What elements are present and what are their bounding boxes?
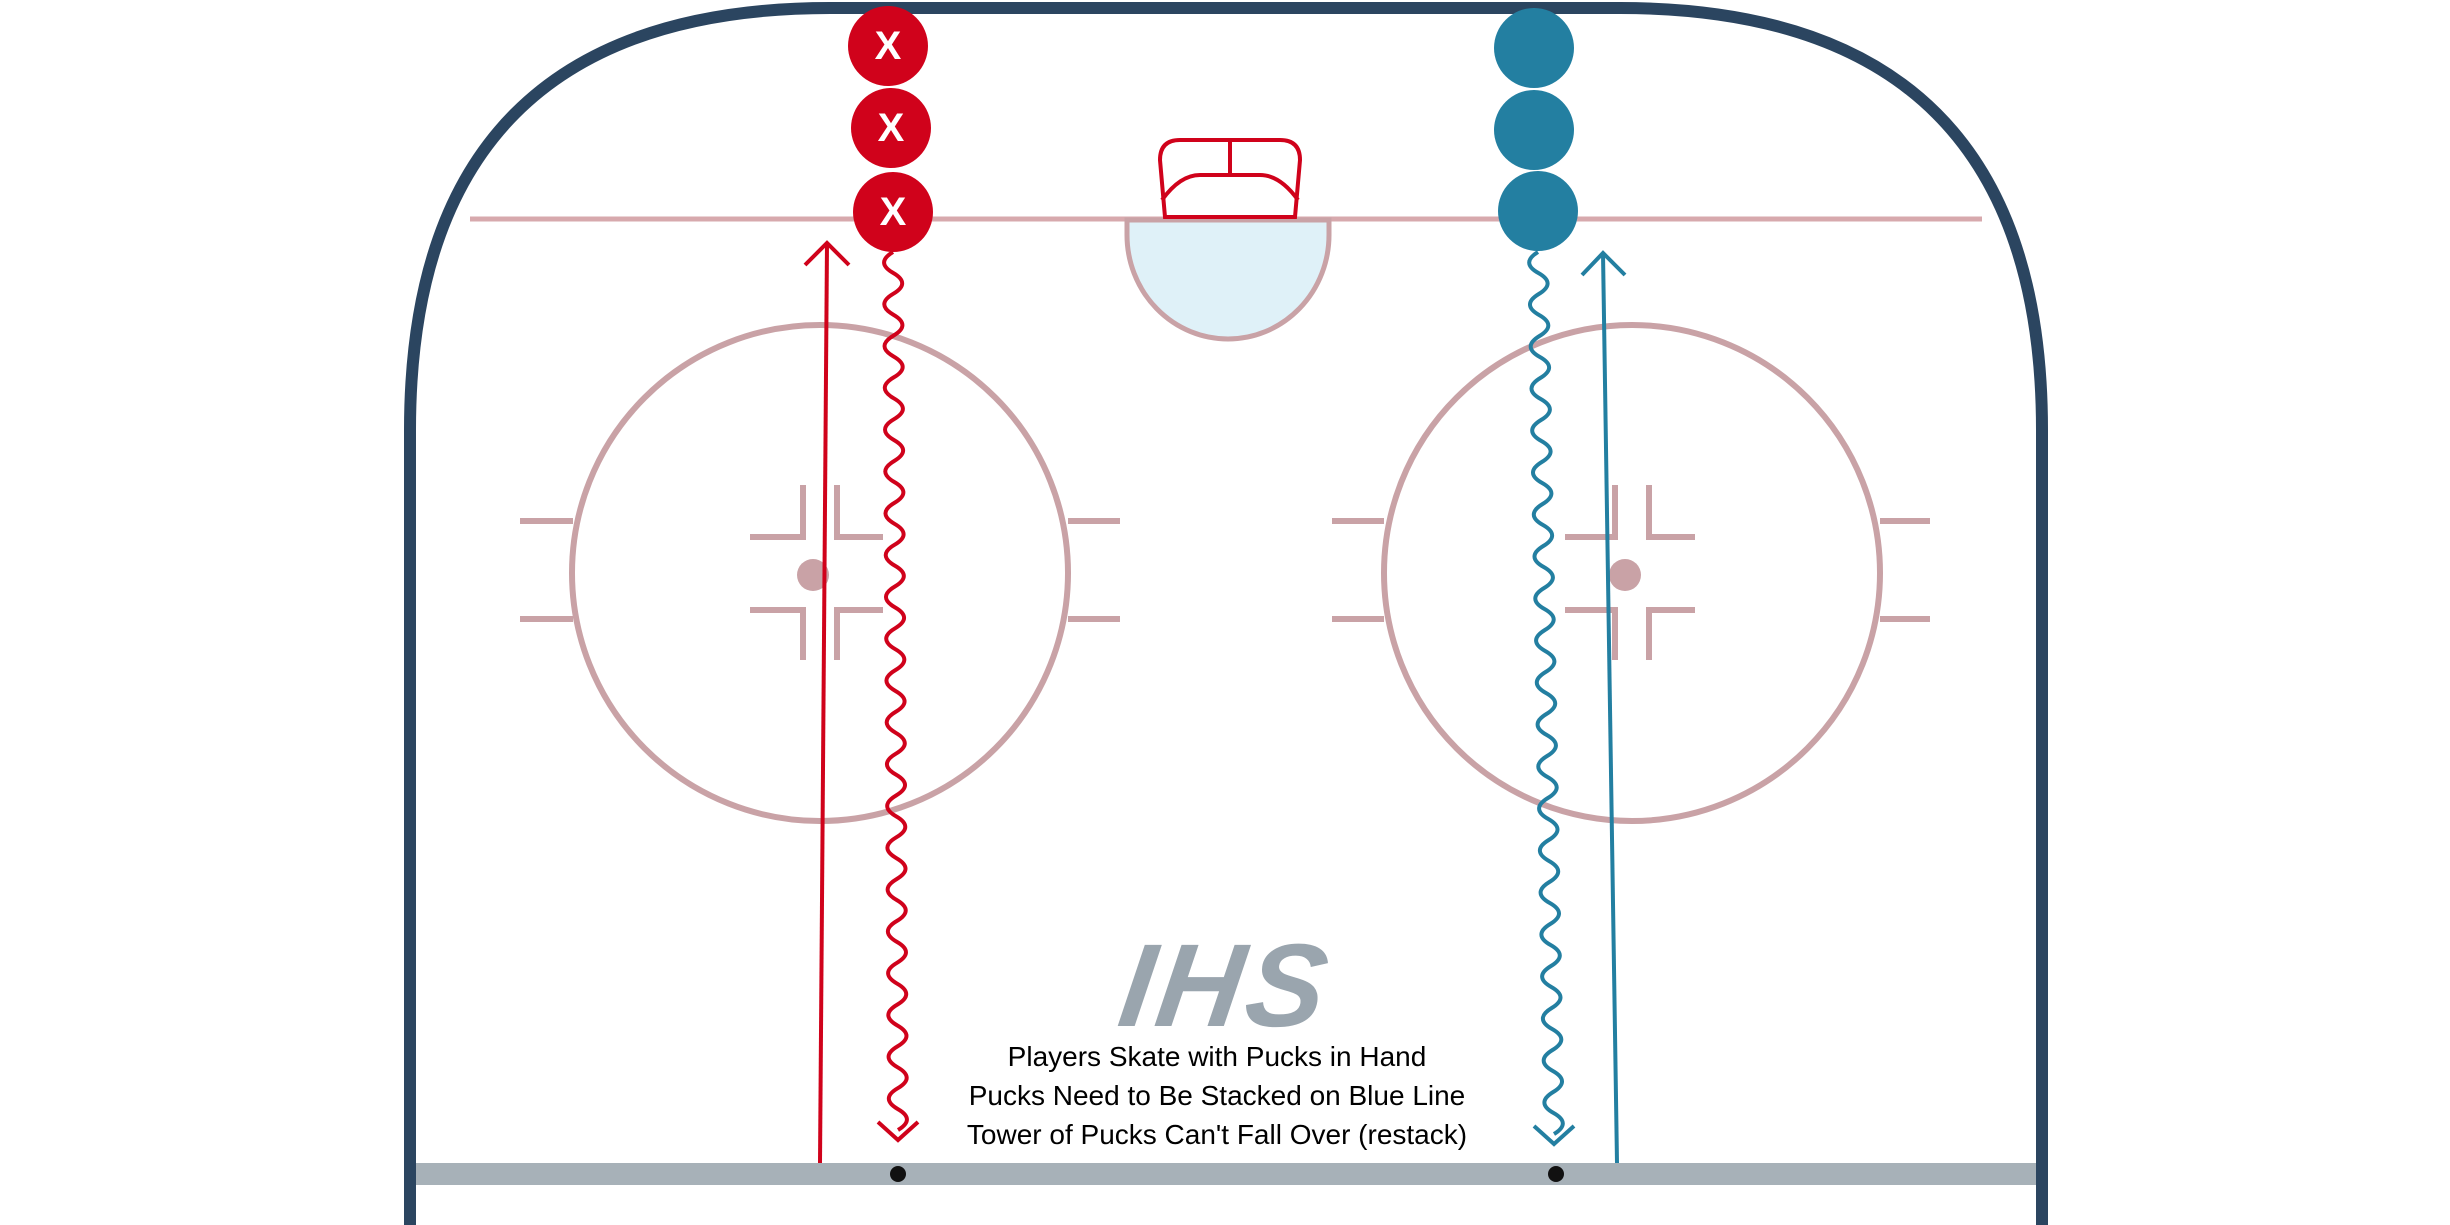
faceoff-circle-left bbox=[520, 322, 1120, 824]
puck-stack-spot-left bbox=[890, 1166, 906, 1182]
puck-carry-path-blue bbox=[1527, 250, 1565, 1136]
goal-net bbox=[1157, 138, 1303, 219]
goal-crease bbox=[1124, 217, 1332, 342]
rink-boards bbox=[404, 1, 2048, 1225]
ihs-logo: IHS bbox=[1112, 921, 1339, 1052]
red-player-1-label: X bbox=[875, 24, 902, 68]
red-player-2: X bbox=[851, 88, 931, 168]
blue-player-3 bbox=[1498, 171, 1578, 251]
puck-carry-arrow-blue bbox=[1532, 1124, 1576, 1147]
faceoff-circle-right bbox=[1332, 322, 1930, 824]
note-line-3: Tower of Pucks Can't Fall Over (restack) bbox=[967, 1119, 1467, 1150]
note-line-2: Pucks Need to Be Stacked on Blue Line bbox=[969, 1080, 1466, 1111]
red-player-1: X bbox=[848, 6, 928, 86]
red-player-3-label: X bbox=[880, 190, 907, 234]
blue-player-1 bbox=[1494, 8, 1574, 88]
faceoff-dot-left bbox=[797, 559, 829, 591]
note-line-1: Players Skate with Pucks in Hand bbox=[1008, 1041, 1427, 1072]
blue-line bbox=[416, 1163, 2036, 1185]
skate-path-blue bbox=[1580, 250, 1627, 1164]
puck-carry-path-red bbox=[882, 250, 909, 1132]
blue-player-2 bbox=[1494, 90, 1574, 170]
red-player-3: X bbox=[853, 172, 933, 252]
puck-stack-spot-right bbox=[1548, 1166, 1564, 1182]
puck-carry-arrow-red bbox=[876, 1120, 920, 1143]
faceoff-dot-right bbox=[1609, 559, 1641, 591]
red-player-2-label: X bbox=[878, 106, 905, 150]
ihs-logo-text: IHS bbox=[1112, 921, 1339, 1052]
skate-path-red bbox=[803, 240, 851, 1164]
